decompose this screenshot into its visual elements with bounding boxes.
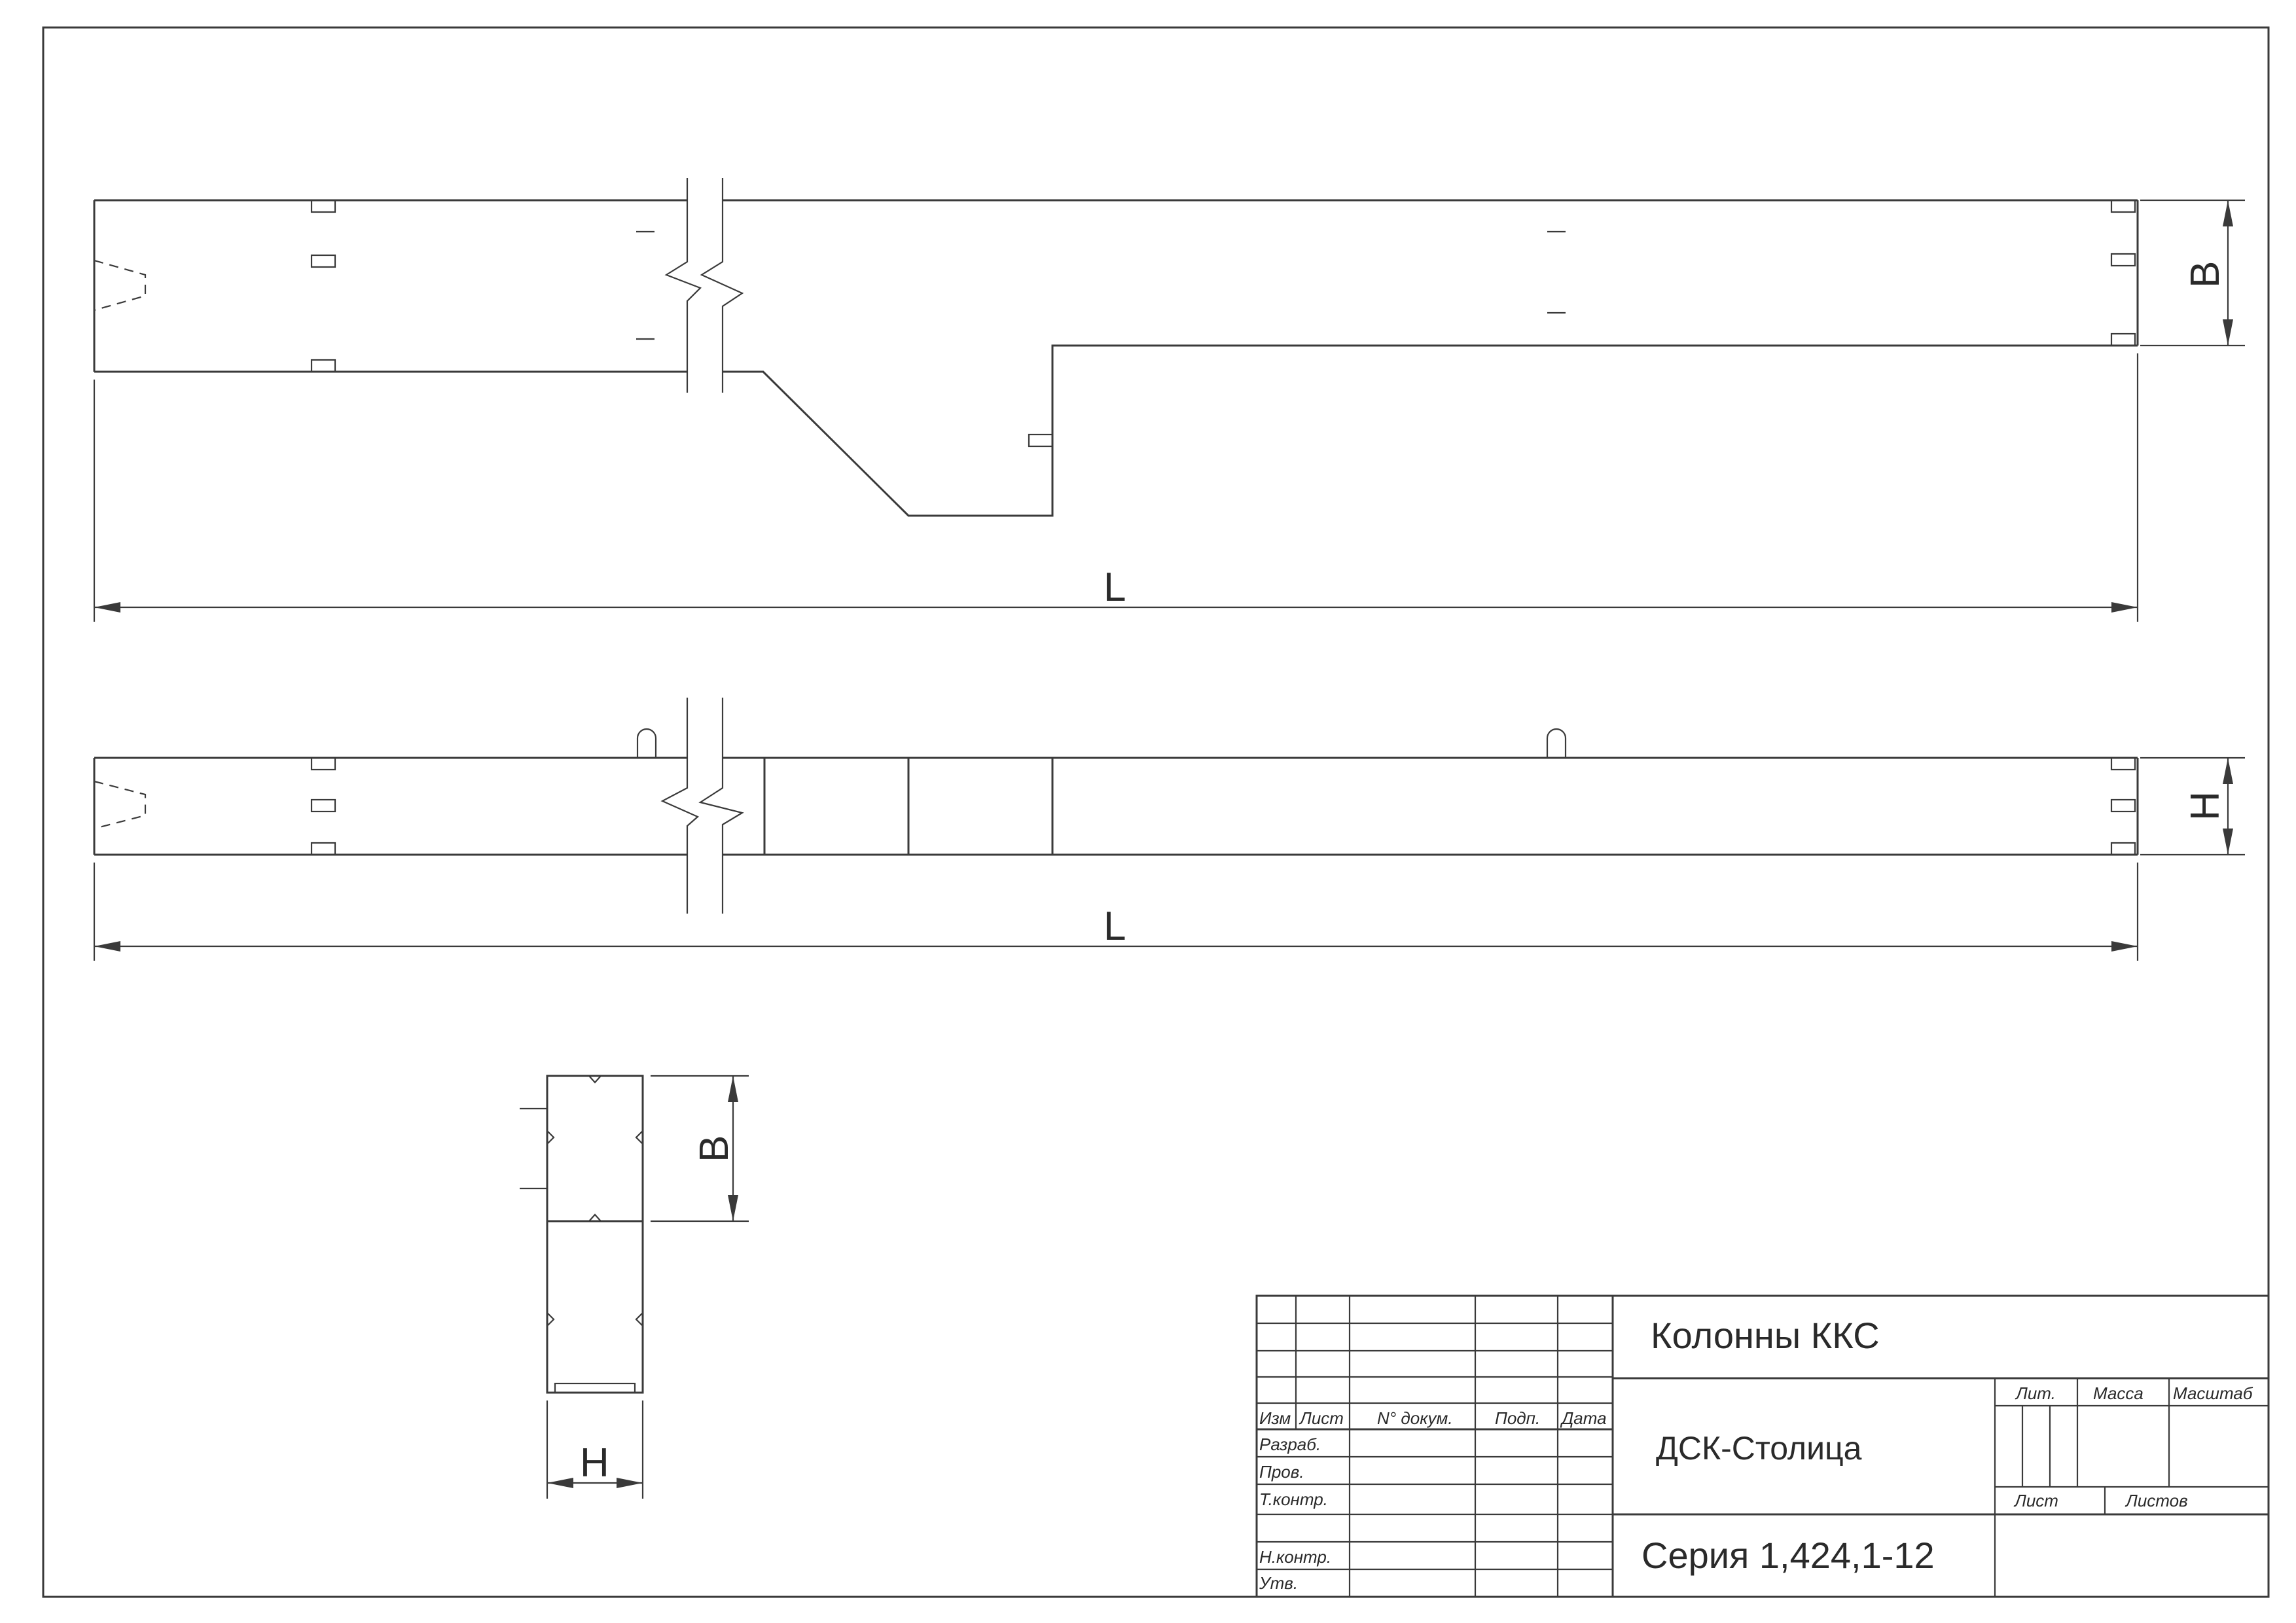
title-block: Изм Лист N° докум. Подп. Дата Разраб. Пр… — [1255, 1294, 2270, 1598]
organization-name: ДСК-Столица — [1656, 1430, 1862, 1467]
plan-length-label: L — [1103, 565, 1126, 610]
mass-label: Масса — [2093, 1383, 2144, 1403]
section-height-label: H — [580, 1440, 609, 1486]
header-date: Дата — [1560, 1408, 1607, 1428]
row-developed: Разраб. — [1259, 1435, 1321, 1454]
header-list: Лист — [1299, 1408, 1344, 1428]
elevation-length-label: L — [1103, 904, 1126, 949]
series-number: Серия 1,424,1-12 — [1641, 1535, 1935, 1576]
row-checked: Пров. — [1259, 1462, 1304, 1482]
plan-width-label: B — [2183, 261, 2228, 288]
drawing-frame — [42, 26, 2270, 1598]
header-signature: Подп. — [1495, 1408, 1540, 1428]
product-name: Колонны ККС — [1651, 1315, 1880, 1356]
section-view: B H — [520, 1075, 749, 1499]
plan-view: L B — [93, 178, 2245, 622]
elevation-height-label: H — [2183, 791, 2228, 821]
row-tech-control: Т.контр. — [1259, 1489, 1328, 1509]
scale-label: Масштаб — [2173, 1383, 2253, 1403]
sheet-label: Лист — [2013, 1491, 2058, 1510]
header-doc-number: N° докум. — [1377, 1408, 1453, 1428]
row-approved: Утв. — [1259, 1573, 1298, 1593]
header-izm: Изм — [1259, 1408, 1291, 1428]
section-width-label: B — [692, 1135, 737, 1162]
lit-label: Лит. — [2015, 1383, 2056, 1403]
sheets-label: Листов — [2125, 1491, 2188, 1510]
elevation-view: L H — [93, 698, 2245, 961]
row-norm-control: Н.контр. — [1259, 1547, 1331, 1567]
